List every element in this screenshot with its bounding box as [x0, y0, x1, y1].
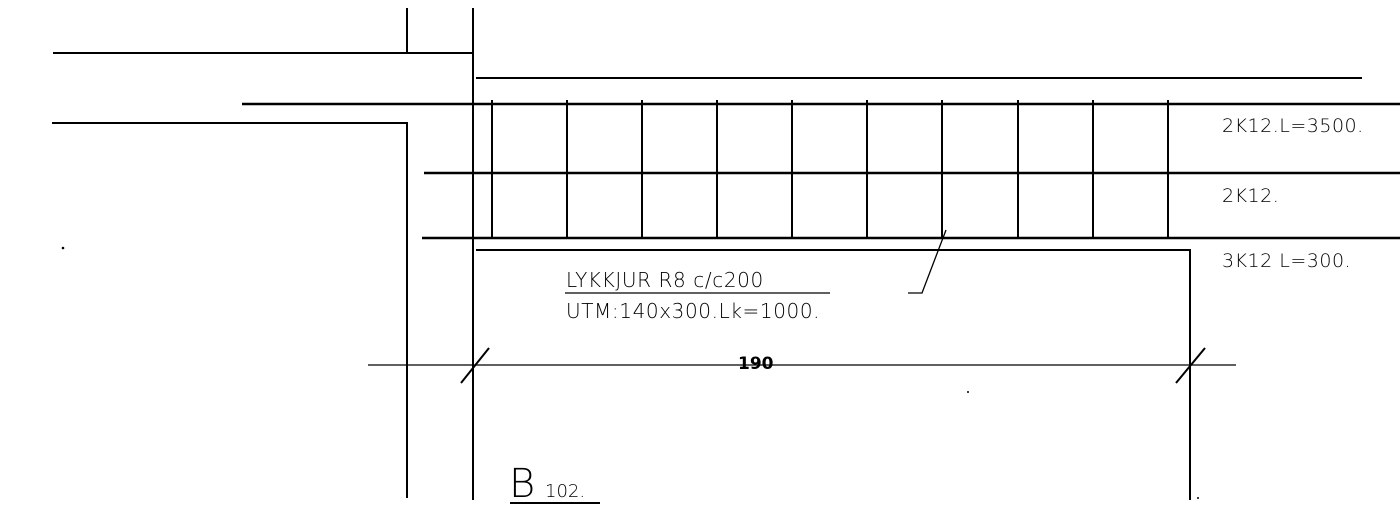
stirrups — [491, 100, 1169, 238]
middle-bar-label: 2K12. — [1222, 185, 1279, 207]
stirrup-note-line1: LYKKJUR R8 c/c200 — [566, 268, 764, 292]
beam-number: 102. — [545, 481, 585, 502]
dimension-tick-left — [460, 347, 490, 384]
support-outline — [52, 122, 408, 498]
speck — [1197, 497, 1199, 499]
bottom-bar-label: 3K12 L=300. — [1222, 250, 1351, 272]
beam-bottom-outline — [476, 249, 1191, 500]
dimension-tick-right — [1175, 347, 1206, 384]
speck — [967, 391, 969, 393]
speck — [61, 246, 65, 250]
top-bar-label: 2K12.L=3500. — [1222, 115, 1364, 137]
dimension-value: 190 — [738, 354, 774, 374]
note-leader-line — [908, 229, 947, 294]
stirrup-note-line2: UTM:140x300.Lk=1000. — [566, 299, 820, 323]
beam-letter: B — [509, 461, 535, 507]
